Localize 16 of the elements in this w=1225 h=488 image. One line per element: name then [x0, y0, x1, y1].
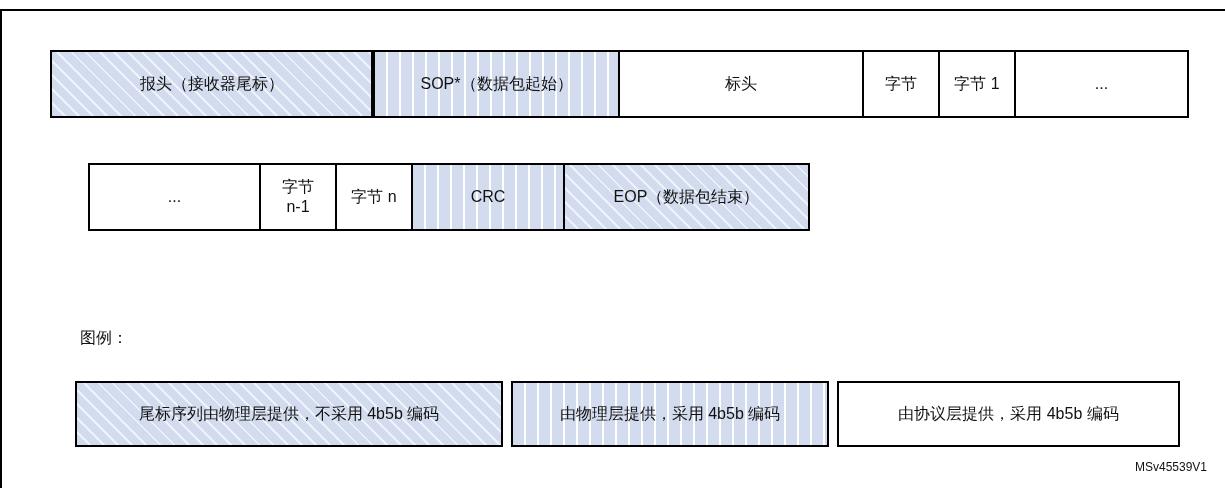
legend-item: 尾标序列由物理层提供，不采用 4b5b 编码	[75, 381, 503, 447]
packet-field: 字节 n	[335, 163, 413, 231]
packet-field: CRC	[411, 163, 565, 231]
figure-id: MSv45539V1	[1135, 460, 1208, 474]
packet-field: SOP*（数据包起始）	[373, 50, 620, 118]
packet-field: EOP（数据包结束）	[563, 163, 810, 231]
packet-field: 字节 1	[938, 50, 1016, 118]
legend-heading: 图例：	[80, 328, 128, 348]
packet-field: ...	[1014, 50, 1189, 118]
packet-field: ...	[88, 163, 261, 231]
packet-field: 报头（接收器尾标）	[50, 50, 373, 118]
packet-field: 字节	[862, 50, 940, 118]
legend-item: 由物理层提供，采用 4b5b 编码	[511, 381, 829, 447]
packet-field: 标头	[618, 50, 864, 118]
legend-item: 由协议层提供，采用 4b5b 编码	[837, 381, 1180, 447]
packet-field: 字节 n-1	[259, 163, 337, 231]
